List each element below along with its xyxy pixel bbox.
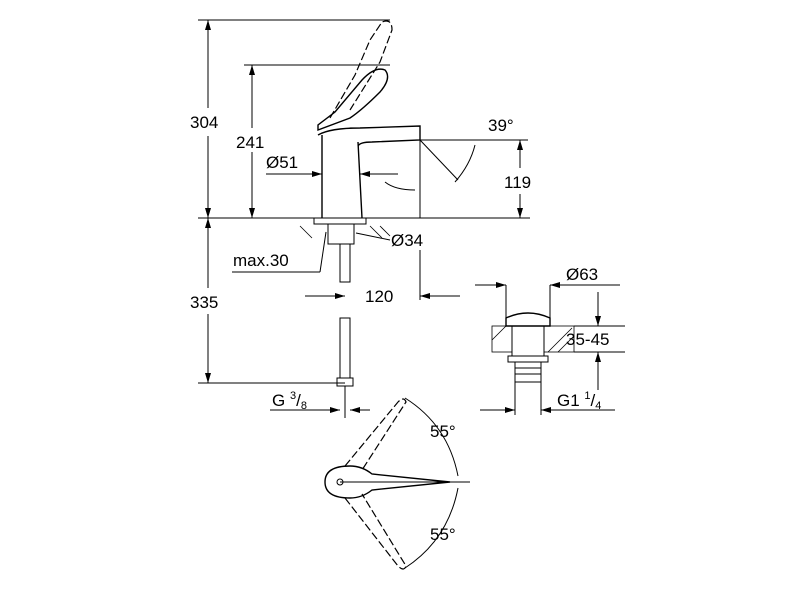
dim-spout-angle: 39° <box>488 116 514 135</box>
dim-lever-angle-bottom: 55° <box>430 525 456 544</box>
dimension-335: 335 <box>190 218 218 383</box>
dim-connection: G 3/8 <box>272 390 307 412</box>
faucet-side-view <box>299 20 421 418</box>
dim-lever-angle-top: 55° <box>430 422 456 441</box>
hose-lower <box>339 317 351 379</box>
dim-max-thickness: max.30 <box>233 251 289 270</box>
dim-projection: 120 <box>365 287 393 306</box>
dim-drain-range: 35-45 <box>566 330 609 349</box>
dim-spout-height: 241 <box>236 133 264 152</box>
dimension-connection: G 3/8 <box>270 390 370 413</box>
dimension-119: 119 <box>504 140 531 218</box>
dimension-drain-thread: G1 1/4 <box>480 390 615 413</box>
hose-upper <box>339 243 351 283</box>
dimension-304: 304 <box>190 20 218 218</box>
dim-drain-diameter: Ø63 <box>566 265 598 284</box>
dimension-35-45: 35-45 <box>566 292 625 390</box>
dim-drain-thread: G1 1/4 <box>557 390 601 412</box>
dim-outlet-height: 119 <box>504 173 531 192</box>
dim-hole-diameter: Ø34 <box>391 231 423 250</box>
dimension-diameter-51: Ø51 <box>266 153 416 191</box>
extension-lines <box>198 19 530 384</box>
dimension-diameter-34: Ø34 <box>355 231 423 250</box>
faucet-top-view: 55° 55° <box>324 397 470 570</box>
dim-body-diameter: Ø51 <box>266 153 298 172</box>
dimension-diameter-63: Ø63 <box>475 265 620 318</box>
dimension-max-30: max.30 <box>232 231 327 273</box>
dimension-angle-39: 39° <box>419 116 514 183</box>
dim-total-height: 304 <box>190 113 218 132</box>
dimension-120: 120 <box>305 250 460 306</box>
dimension-241: 241 <box>236 65 264 218</box>
dim-hose-length: 335 <box>190 293 218 312</box>
